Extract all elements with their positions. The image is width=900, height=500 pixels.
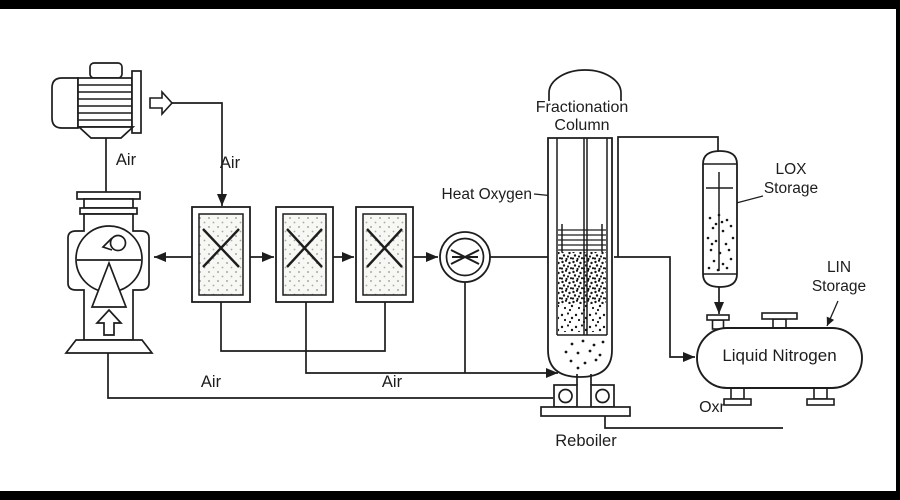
cone-icon: [90, 260, 128, 308]
column-bottom-droplets: [564, 339, 605, 370]
label-liquid-nitrogen: Liquid Nitrogen: [722, 346, 837, 365]
label-air-motor: Air: [115, 151, 137, 169]
label-air-feed: Air: [219, 154, 241, 172]
pipe-air-feed-arrow: [172, 102, 227, 206]
tank-legs: [723, 387, 835, 406]
letterbox-top: [0, 0, 900, 9]
label-air-return-mid: Air: [381, 373, 403, 391]
impeller-icon: [109, 234, 127, 252]
pipe-compressor-to-reboiler: [107, 352, 553, 399]
air-compressor-icon: [64, 191, 154, 354]
liquid-nitrogen-tank: [696, 312, 863, 406]
pipe-column-top-to-lox: [617, 136, 719, 257]
column-dome-icon: [548, 69, 622, 101]
label-lox-storage: LOX Storage: [763, 161, 819, 197]
label-oxr: Oxr: [699, 399, 725, 416]
letterbox-right: [896, 0, 900, 500]
reboiler-unit: [540, 374, 631, 417]
pipe-reboiler-outlet: [604, 416, 783, 429]
tank-nozzles: [706, 312, 798, 330]
pipe-bottom-to-column-arrow: [305, 302, 558, 378]
label-air-return-left: Air: [200, 373, 222, 391]
label-reboiler: Reboiler: [555, 432, 617, 450]
process-pipes: [105, 102, 783, 429]
expansion-valve-icon: [439, 231, 491, 283]
pipe-column-to-tank-arrow: [614, 256, 695, 362]
letterbox-bottom: [0, 491, 900, 500]
column-liquid-speckle: [558, 252, 606, 304]
heat-exchanger-2: [275, 206, 334, 303]
pipe-hx1-hx3-return: [220, 302, 386, 352]
lox-vessel: [702, 150, 738, 288]
lox-droplets: [706, 213, 735, 272]
electric-motor-icon: [51, 62, 142, 139]
label-lin-storage: LIN Storage: [811, 259, 867, 295]
up-arrow-icon: [95, 308, 123, 336]
air-inlet-block-arrow-icon: [149, 89, 174, 117]
bolt-icon: [595, 388, 610, 404]
column-trays: [558, 229, 606, 251]
tank-shell: [696, 327, 863, 389]
label-fractionation-column: Fractionation Column: [535, 99, 629, 134]
bolt-icon: [558, 388, 573, 404]
fractionation-column: [547, 69, 622, 378]
label-heat-oxygen: Heat Oxygen: [441, 186, 532, 203]
heat-exchanger-3: [355, 206, 414, 303]
lin-pointer-arrow: [826, 300, 839, 327]
heat-exchanger-1: [191, 206, 251, 303]
